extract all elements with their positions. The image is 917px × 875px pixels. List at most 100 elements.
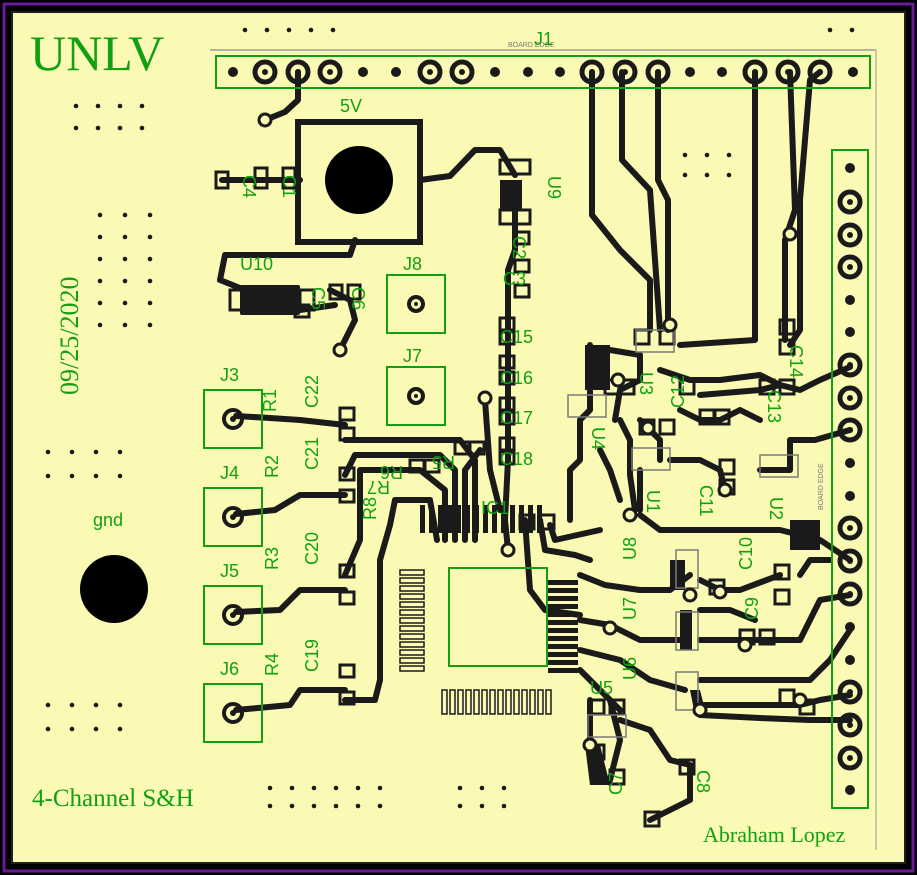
trace-via — [257, 112, 273, 128]
j1-pin-hole — [785, 69, 791, 75]
label-r6: R6 — [380, 462, 403, 482]
label-ic1: IC1 — [481, 498, 509, 518]
smd-pad — [513, 258, 531, 274]
smd-pad — [338, 406, 356, 422]
label-c21: C21 — [302, 437, 322, 470]
via — [122, 322, 128, 328]
smd-pad — [643, 810, 661, 828]
ic1-pin — [399, 617, 425, 624]
ic1-pin — [529, 689, 536, 715]
via — [479, 785, 485, 791]
board-date: 09/25/2020 — [55, 277, 84, 395]
via — [95, 103, 101, 109]
u8-outline — [675, 549, 699, 589]
j1-pin-hole — [589, 69, 595, 75]
label-c9: C9 — [742, 597, 762, 620]
label-c1: C1 — [279, 175, 299, 198]
header-j1-outline — [215, 55, 871, 89]
header-pin-hole — [847, 689, 853, 695]
label-j7: J7 — [403, 346, 422, 366]
trace-via — [622, 507, 638, 523]
ic1-pin — [548, 604, 578, 609]
header-j1-pins — [228, 59, 858, 85]
testpoint-j7 — [386, 366, 446, 426]
via — [97, 256, 103, 262]
smd-pad — [588, 698, 606, 716]
j1-pin — [317, 59, 343, 85]
trace-via — [582, 737, 598, 753]
smd-pad — [281, 166, 297, 190]
j1-pin — [717, 67, 727, 77]
via — [457, 803, 463, 809]
label-j8: J8 — [403, 254, 422, 274]
smd-pad — [228, 288, 246, 312]
label-u3: U3 — [636, 372, 656, 395]
smd-pad — [468, 440, 486, 456]
via — [267, 785, 273, 791]
bnc-connector-j5 — [203, 585, 263, 645]
ic1-pin — [441, 689, 448, 715]
label-u5: U5 — [590, 678, 613, 698]
ic1-pin — [447, 505, 452, 533]
j1-pin — [742, 59, 768, 85]
input-connectors — [203, 389, 263, 743]
via-grid — [45, 27, 855, 809]
smd-pad — [538, 513, 556, 531]
smd-pad — [338, 590, 356, 606]
via — [139, 125, 145, 131]
ic1-pin — [399, 649, 425, 656]
label-c8: C8 — [693, 770, 713, 793]
ic1-pin — [497, 689, 504, 715]
smd-pad — [338, 563, 356, 579]
via — [147, 256, 153, 262]
j1-pin-hole — [459, 69, 465, 75]
ic1-pins-left — [399, 569, 578, 673]
bnc-connector-j4 — [203, 487, 263, 547]
via — [117, 726, 123, 732]
label-c3: C3 — [503, 269, 526, 289]
testpoint-j8 — [386, 274, 446, 334]
smd-pad — [773, 588, 791, 606]
smd-pad — [253, 166, 269, 190]
smd-pad — [778, 318, 796, 336]
via — [147, 322, 153, 328]
via — [97, 212, 103, 218]
via — [147, 278, 153, 284]
label-u8: U8 — [620, 537, 640, 560]
via — [457, 785, 463, 791]
header-pin — [837, 712, 863, 738]
smd-pad — [498, 208, 532, 226]
header-pin — [837, 679, 863, 705]
ic1-pin — [548, 588, 578, 593]
trace-via — [717, 482, 733, 498]
header-pin-hole — [847, 525, 853, 531]
smd-pad — [328, 283, 344, 301]
j1-pin — [579, 59, 605, 85]
j1-pin — [358, 67, 368, 77]
smd-pad — [778, 378, 796, 396]
via — [355, 803, 361, 809]
trace-via — [477, 390, 493, 406]
label-c10: C10 — [736, 537, 756, 570]
ic1-pin — [399, 601, 425, 608]
via — [69, 473, 75, 479]
smd-pad — [608, 768, 626, 786]
bnc-center-pin — [222, 604, 244, 626]
trace-via — [692, 702, 708, 718]
bnc-connector-j6 — [203, 683, 263, 743]
smd-pad — [713, 408, 731, 426]
label-r8: R8 — [360, 497, 380, 520]
ic1-pin — [537, 689, 544, 715]
label-j3: J3 — [220, 365, 239, 385]
header-pin — [845, 295, 855, 305]
ic1-pin — [513, 689, 520, 715]
ic1-pin — [501, 505, 506, 533]
via — [682, 152, 688, 158]
smd-pad — [513, 230, 531, 246]
via — [122, 300, 128, 306]
via — [479, 803, 485, 809]
ic1-pin — [399, 585, 425, 592]
ic1-pin — [521, 689, 528, 715]
